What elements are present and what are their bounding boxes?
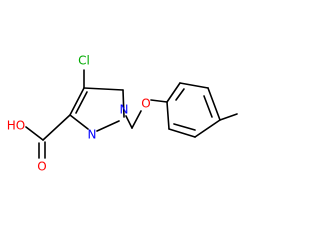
bond-ar-2-3 — [179, 82, 209, 89]
bond-c3-c4 — [69, 87, 85, 116]
bond-ar-inner-a — [175, 88, 185, 101]
bond-c5-n1 — [122, 89, 125, 118]
atom-label-n2: N — [88, 128, 97, 142]
bond-c3-cooh — [42, 114, 71, 141]
bond-ar-inner-c — [173, 123, 196, 131]
bond-c-oh — [25, 126, 44, 141]
atom-label-o-carbonyl: O — [37, 160, 46, 174]
atom-label-cl: Cl — [78, 54, 90, 68]
bond-o-aryl — [150, 99, 168, 103]
bond-layer — [25, 69, 238, 159]
bond-n1-ch2 — [125, 115, 133, 129]
bond-ar-5-6 — [168, 128, 196, 138]
bond-ar-3-4 — [207, 87, 221, 121]
bond-ar-6-1 — [166, 101, 170, 130]
bond-ar-1-2 — [166, 82, 181, 103]
bond-ar-inner-b — [203, 95, 213, 118]
bond-ch2-o — [131, 110, 142, 129]
structure-diagram: Cl HO O N N O — [7, 54, 238, 174]
atom-label-oh: HO — [7, 119, 25, 133]
bond-n1-n2 — [96, 120, 120, 132]
atom-labels: Cl HO O N N O — [7, 54, 151, 174]
bond-n2-c3 — [69, 114, 89, 130]
bond-ar-4-5 — [194, 119, 221, 138]
bond-c4-c5 — [83, 87, 124, 91]
bond-methyl — [219, 113, 238, 121]
atom-label-o-ether: O — [141, 97, 150, 111]
bond-c3-c4-inner — [75, 91, 88, 114]
atom-label-n1: N — [120, 103, 129, 117]
